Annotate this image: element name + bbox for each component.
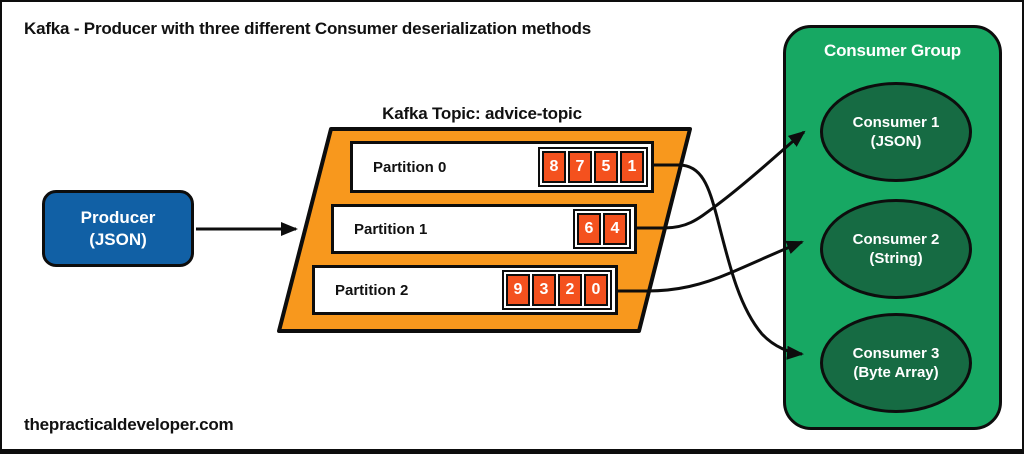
partition-2-label: Partition 2 <box>335 281 409 299</box>
partition-0-messages: 8 7 5 1 <box>538 147 648 187</box>
message-cell: 0 <box>584 274 608 306</box>
topic-title: Kafka Topic: advice-topic <box>382 104 582 123</box>
consumer-1-sublabel: (JSON) <box>870 133 922 150</box>
footer-watermark: thepracticaldeveloper.com <box>24 415 234 434</box>
message-cell: 1 <box>620 151 644 183</box>
message-cell: 7 <box>568 151 592 183</box>
consumer-3-node: Consumer 3 (Byte Array) <box>820 313 972 413</box>
message-cell: 4 <box>603 213 627 245</box>
arrow-partition1-to-consumer1 <box>635 130 806 230</box>
consumer-3-label: Consumer 3 <box>852 344 940 362</box>
consumer-1-node: Consumer 1 (JSON) <box>820 82 972 182</box>
message-cell: 2 <box>558 274 582 306</box>
message-cell: 8 <box>542 151 566 183</box>
producer-label: Producer <box>80 208 156 228</box>
consumer-2-node: Consumer 2 (String) <box>820 199 972 299</box>
partition-1-label: Partition 1 <box>354 220 428 238</box>
message-cell: 3 <box>532 274 556 306</box>
partition-1-row: Partition 1 6 4 <box>331 204 637 254</box>
consumer-group: Consumer Group Consumer 1 (JSON) Consume… <box>783 25 1002 430</box>
partition-1-messages: 6 4 <box>573 209 631 249</box>
page-title: Kafka - Producer with three different Co… <box>24 19 591 38</box>
consumer-2-label: Consumer 2 <box>852 230 940 248</box>
arrow-partition2-to-consumer2 <box>618 240 804 293</box>
partition-2-messages: 9 3 2 0 <box>502 270 612 310</box>
consumer-2-sublabel: (String) <box>869 250 923 267</box>
partition-0-label: Partition 0 <box>373 158 447 176</box>
arrow-partition0-to-consumer3 <box>651 163 804 360</box>
message-cell: 5 <box>594 151 618 183</box>
partition-0-row: Partition 0 8 7 5 1 <box>350 141 654 193</box>
producer-node: Producer (JSON) <box>42 190 194 267</box>
consumer-group-title: Consumer Group <box>824 41 961 60</box>
consumer-3-sublabel: (Byte Array) <box>853 364 939 381</box>
message-cell: 9 <box>506 274 530 306</box>
message-cell: 6 <box>577 213 601 245</box>
consumer-1-label: Consumer 1 <box>852 113 940 131</box>
producer-sublabel: (JSON) <box>89 229 147 249</box>
partition-2-row: Partition 2 9 3 2 0 <box>312 265 618 315</box>
